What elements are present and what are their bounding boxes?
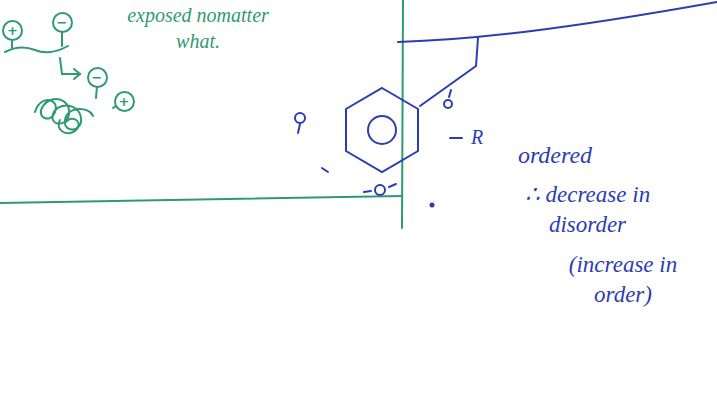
water-bond xyxy=(322,168,328,172)
charge-sign: + xyxy=(119,95,130,108)
divider-line xyxy=(0,196,402,203)
charge-sign: − xyxy=(57,16,68,29)
water-bond xyxy=(449,90,451,97)
dot-mark xyxy=(430,203,435,208)
protein-surface xyxy=(398,2,717,42)
charge-circle: − xyxy=(87,67,108,88)
charge-sign: + xyxy=(7,24,18,37)
divider-line xyxy=(402,0,403,228)
water-bond xyxy=(450,137,462,139)
side-chain-stick xyxy=(11,40,13,48)
water-bond xyxy=(298,124,300,133)
charge-circle: + xyxy=(114,91,135,112)
handwritten-note: R xyxy=(465,124,489,150)
handwritten-note: (increase in order) xyxy=(548,250,698,310)
blue-sketch xyxy=(295,2,717,195)
water-bond xyxy=(364,184,396,192)
arrow-head xyxy=(74,69,80,79)
handwritten-note: ∴ decrease in disorder xyxy=(495,180,680,240)
water-molecule xyxy=(375,185,385,195)
aromatic-circle xyxy=(368,116,396,144)
handwritten-note: ordered xyxy=(500,140,610,171)
side-chain-stick xyxy=(96,86,97,98)
folded-coil xyxy=(35,99,93,133)
benzene-ring xyxy=(346,88,418,172)
side-chain-stick xyxy=(61,32,63,46)
polymer-chain xyxy=(5,46,68,52)
water-molecule xyxy=(295,113,305,123)
charge-circle: + xyxy=(2,20,23,41)
green-sketch xyxy=(0,0,403,228)
charge-circle: − xyxy=(52,12,73,33)
charge-sign: − xyxy=(92,71,103,84)
handwritten-note: exposed nomatter what. xyxy=(108,2,288,54)
side-chain-stick xyxy=(420,38,478,106)
water-molecule xyxy=(444,100,452,108)
